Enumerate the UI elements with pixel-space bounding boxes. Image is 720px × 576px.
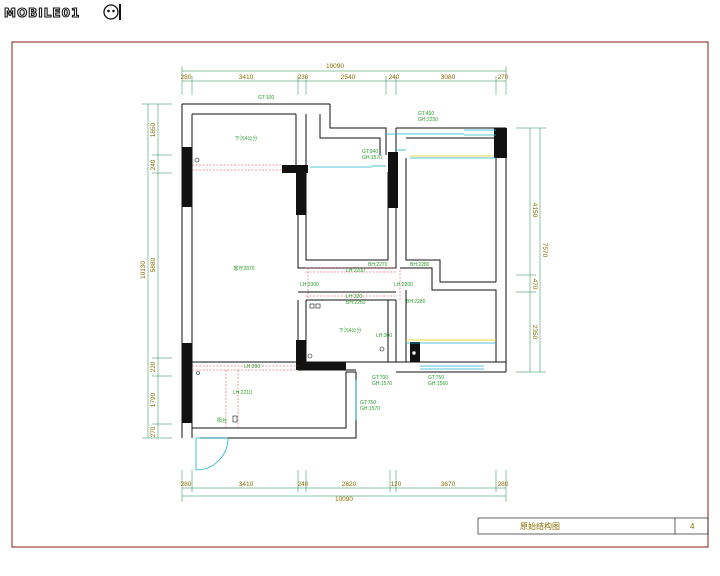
dim-left-seg: 1790 [150,392,157,407]
dim-left-total: 10130 [140,261,147,279]
dim-left-seg: 5880 [150,257,157,272]
annotation: GH:1570 [360,406,380,412]
dim-bottom-seg: 120 [391,481,402,488]
annotation: LH:200 [244,364,260,370]
annotation: LH:2300 [300,282,319,288]
annotation: GH:2250 [418,117,438,123]
dim-top-seg: 2540 [341,74,356,81]
dim-bottom-seg: 240 [298,481,309,488]
dim-right-seg: 470 [531,279,538,290]
dim-top-seg: 280 [181,74,192,81]
annotation: GT:450 [418,111,434,117]
annotation: GH:1570 [362,155,382,161]
annotation: GT:700 [372,375,388,381]
sheet-number: 4 [690,522,695,531]
dim-top-seg: 270 [498,74,509,81]
room-label-living: 客厅2870 [233,265,254,272]
annotation: GT:940 [362,149,378,155]
beam-lines [192,164,401,428]
title-block: 原始结构图 4 [477,517,709,535]
dim-left-seg: 270 [150,426,157,437]
dim-top-seg: 3410 [239,74,254,81]
dim-left-seg: 240 [150,159,157,170]
drawing-frame [11,41,709,548]
dim-bottom-seg: 2620 [342,481,357,488]
dim-right-seg: 4150 [531,203,538,218]
logo-face-icon [103,4,121,20]
room-label-bath: 下沉4公分 [339,327,362,334]
annotation: LH:220 [346,294,362,300]
room-labels: 下沉4公分 客厅2870 下沉4公分 阳台 [217,135,361,424]
logo-text: MOBILE01 [4,6,80,20]
annotation: LH:2200 [346,268,365,274]
dim-right-total: 7570 [541,243,548,258]
dimension-lines [142,66,546,502]
annotation: BH:2280 [410,262,430,268]
annotation: LH:300 [376,333,392,339]
annotation: LH:2200 [394,282,413,288]
fixtures [194,157,417,423]
dim-left-seg: 1650 [150,122,157,137]
walls [181,103,507,439]
annotation: BH:2270 [368,262,388,268]
room-label-top-left: 下沉4公分 [235,135,258,142]
dim-bottom-seg: 3670 [441,481,456,488]
structural-columns [182,128,507,423]
annotation: BH:2280 [406,299,426,305]
dim-top-seg: 3080 [441,74,456,81]
dim-top-seg: 230 [298,74,309,81]
dim-bottom-seg: 3410 [239,481,254,488]
annotation: GT:100 [258,95,274,101]
dim-bottom-total: 10090 [335,496,353,503]
annotation: GT:750 [428,375,444,381]
windows [195,129,496,471]
drawing-title: 原始结构图 [520,521,560,531]
annotations: GT:100 GT:450 GH:2250 GT:940 GH:1570 BH:… [233,95,448,412]
annotation: GH:1560 [428,381,448,387]
dim-bottom-seg: 280 [498,481,509,488]
annotation: GH:1570 [372,381,392,387]
dim-bottom-seg: 280 [181,481,192,488]
dim-right-seg: 2350 [531,325,538,340]
dim-top-total: 10090 [326,63,344,70]
annotation: LH:2210 [233,390,252,396]
brand-logo: MOBILE01 [3,4,121,21]
window-sills [406,155,496,341]
room-label-balcony: 阳台 [217,417,227,424]
annotation: BH:2260 [346,300,366,306]
annotation: GT:750 [360,400,376,406]
dimension-texts: 10090 280 3410 230 2540 240 3080 270 280… [140,63,548,503]
dim-left-seg: 220 [150,361,157,372]
dim-top-seg: 240 [389,74,400,81]
